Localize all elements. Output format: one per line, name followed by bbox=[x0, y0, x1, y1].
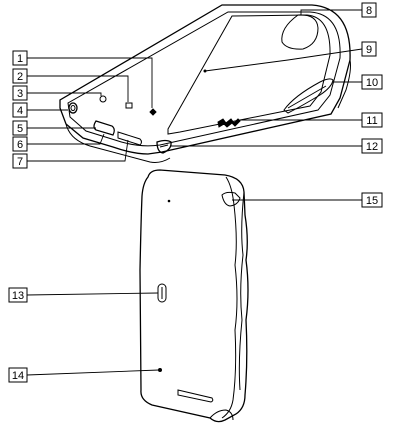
callout-12: 12 bbox=[361, 138, 383, 154]
power-button-mark bbox=[159, 144, 169, 148]
hold-switch[interactable] bbox=[217, 118, 241, 128]
headphone-jack[interactable] bbox=[68, 102, 78, 114]
top-speaker bbox=[281, 14, 319, 50]
svg-text:15: 15 bbox=[366, 195, 378, 207]
leader-6 bbox=[27, 133, 105, 145]
callout-6: 6 bbox=[12, 136, 28, 152]
back-dot bbox=[167, 199, 171, 203]
callout-5: 5 bbox=[12, 120, 28, 136]
leader-1 bbox=[27, 57, 153, 108]
back-body-outline bbox=[139, 169, 249, 423]
callout-4: 4 bbox=[12, 102, 28, 118]
svg-text:3: 3 bbox=[17, 88, 23, 100]
callout-1: 1 bbox=[12, 50, 28, 66]
leader-lines bbox=[26, 9, 363, 376]
front-view bbox=[59, 4, 351, 163]
callout-13: 13 bbox=[8, 287, 28, 303]
leader-9 bbox=[204, 48, 363, 72]
leader-14 bbox=[26, 369, 160, 376]
svg-text:1: 1 bbox=[17, 53, 23, 65]
svg-text:14: 14 bbox=[12, 370, 24, 382]
side-speaker-grille-line bbox=[287, 85, 327, 109]
svg-text:13: 13 bbox=[12, 290, 24, 302]
front-bezel bbox=[67, 11, 341, 147]
front-bottom-edge bbox=[65, 123, 171, 163]
svg-text:9: 9 bbox=[366, 44, 372, 56]
strap-hole bbox=[221, 191, 241, 207]
bottom-vent bbox=[177, 389, 214, 403]
back-inner-edge bbox=[221, 176, 238, 419]
svg-text:4: 4 bbox=[17, 105, 23, 117]
home-icon[interactable] bbox=[99, 95, 107, 103]
headphone-jack-inner bbox=[70, 105, 76, 111]
svg-text:2: 2 bbox=[17, 71, 23, 83]
back-right-edge bbox=[238, 191, 245, 391]
callout-8: 8 bbox=[361, 2, 377, 18]
leader-3 bbox=[27, 92, 102, 96]
callout-boxes: 1 2 3 4 5 6 7 8 bbox=[8, 2, 383, 383]
svg-text:12: 12 bbox=[366, 141, 378, 153]
svg-text:6: 6 bbox=[17, 139, 23, 151]
callout-11: 11 bbox=[361, 112, 383, 128]
option-icon[interactable] bbox=[149, 108, 157, 116]
front-body-outline bbox=[59, 4, 351, 155]
svg-text:11: 11 bbox=[366, 115, 377, 127]
leader-2 bbox=[27, 75, 129, 102]
back-view bbox=[139, 169, 249, 423]
touch-screen bbox=[167, 14, 331, 135]
svg-text:5: 5 bbox=[17, 123, 23, 135]
callout-7: 7 bbox=[12, 153, 28, 169]
callout-2: 2 bbox=[12, 68, 28, 84]
power-button[interactable] bbox=[156, 139, 172, 154]
volume-button[interactable] bbox=[93, 120, 115, 136]
svg-text:8: 8 bbox=[366, 5, 372, 17]
leader-7 bbox=[27, 139, 129, 162]
leader-8 bbox=[300, 9, 362, 15]
bottom-curve bbox=[209, 409, 234, 421]
front-right-edge bbox=[337, 59, 351, 109]
callout-10: 10 bbox=[361, 74, 383, 90]
back-icon[interactable] bbox=[125, 102, 133, 109]
side-speaker-grille bbox=[283, 78, 334, 114]
callout-3: 3 bbox=[12, 85, 28, 101]
svg-text:7: 7 bbox=[17, 156, 23, 168]
leader-13 bbox=[26, 292, 159, 296]
wm-port[interactable] bbox=[117, 131, 142, 146]
callout-15: 15 bbox=[361, 192, 383, 208]
callout-14: 14 bbox=[8, 367, 28, 383]
svg-text:10: 10 bbox=[366, 77, 378, 89]
callout-9: 9 bbox=[361, 41, 377, 57]
